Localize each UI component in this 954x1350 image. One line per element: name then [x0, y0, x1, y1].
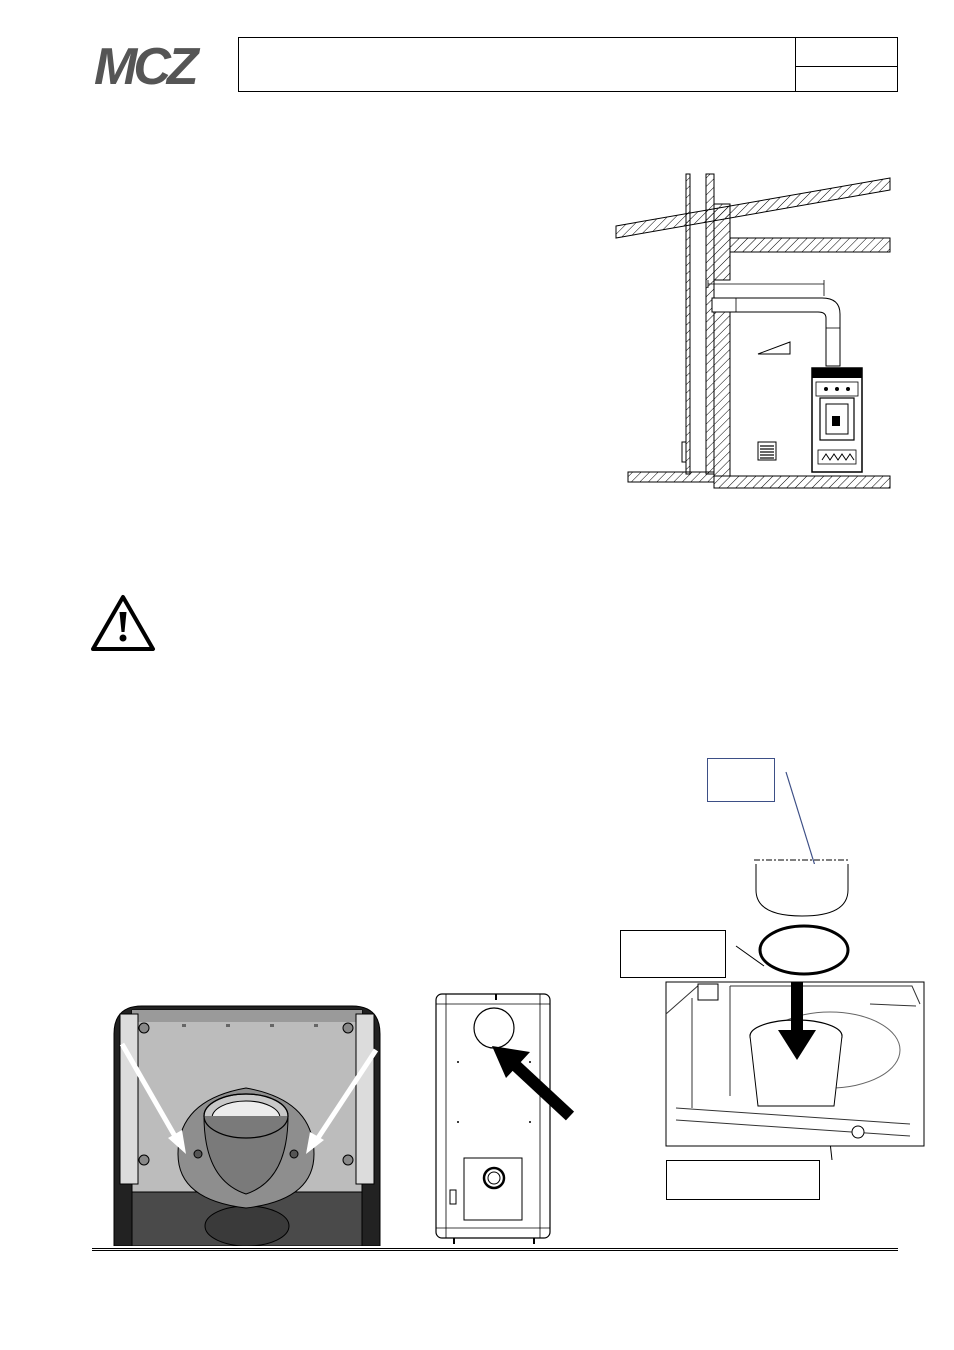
callout-box-gasket [620, 930, 726, 978]
code-box-divider [796, 66, 897, 67]
flue-pipe-part [755, 864, 849, 917]
air-vent-grille [757, 441, 777, 461]
stove-rear-panel-view [432, 992, 584, 1246]
logo-text: MCZ [94, 38, 201, 94]
leader-line-pipe [785, 771, 821, 883]
mcz-logo-icon: MCZ [94, 38, 205, 94]
document-code-box [795, 37, 898, 92]
wall-lower [713, 309, 731, 477]
document-title-box [238, 37, 796, 92]
rear-outlet-arrow-icon [492, 1046, 575, 1121]
flue-pipe [711, 297, 841, 367]
external-air-inlet [681, 441, 687, 463]
pellet-stove [811, 367, 863, 473]
insert-arrow-icon [778, 1030, 816, 1060]
gasket-ring [758, 924, 850, 976]
slope-indicator [757, 341, 791, 355]
stove-rear-view-svg [435, 993, 575, 1244]
flue-collar-detail-svg [665, 771, 925, 1161]
leader-line-gasket [735, 945, 765, 967]
sloped-roof [615, 177, 891, 239]
wall-flue-installation-diagram [612, 170, 894, 492]
ceiling-slab [729, 237, 891, 253]
warning-section [90, 594, 156, 652]
stove-top-flue-outlet-view [112, 1004, 382, 1246]
footer-rule [92, 1248, 898, 1251]
flue-collar-gasket-detail [620, 760, 930, 1220]
screw-indicator-arrows [119, 1042, 379, 1154]
wall-column [713, 203, 731, 281]
floor-inside [713, 475, 891, 489]
installation-diagram-svg [615, 173, 891, 489]
flue-collar [749, 1035, 843, 1107]
stove-top-view-svg [113, 1005, 381, 1246]
floor-outside [627, 471, 715, 483]
warning-triangle-icon [91, 595, 155, 651]
mcz-logo: MCZ [92, 36, 238, 94]
callout-box-collar [666, 1160, 820, 1200]
rear-flue-opening [473, 1007, 515, 1049]
callout-box-pipe [707, 758, 775, 802]
